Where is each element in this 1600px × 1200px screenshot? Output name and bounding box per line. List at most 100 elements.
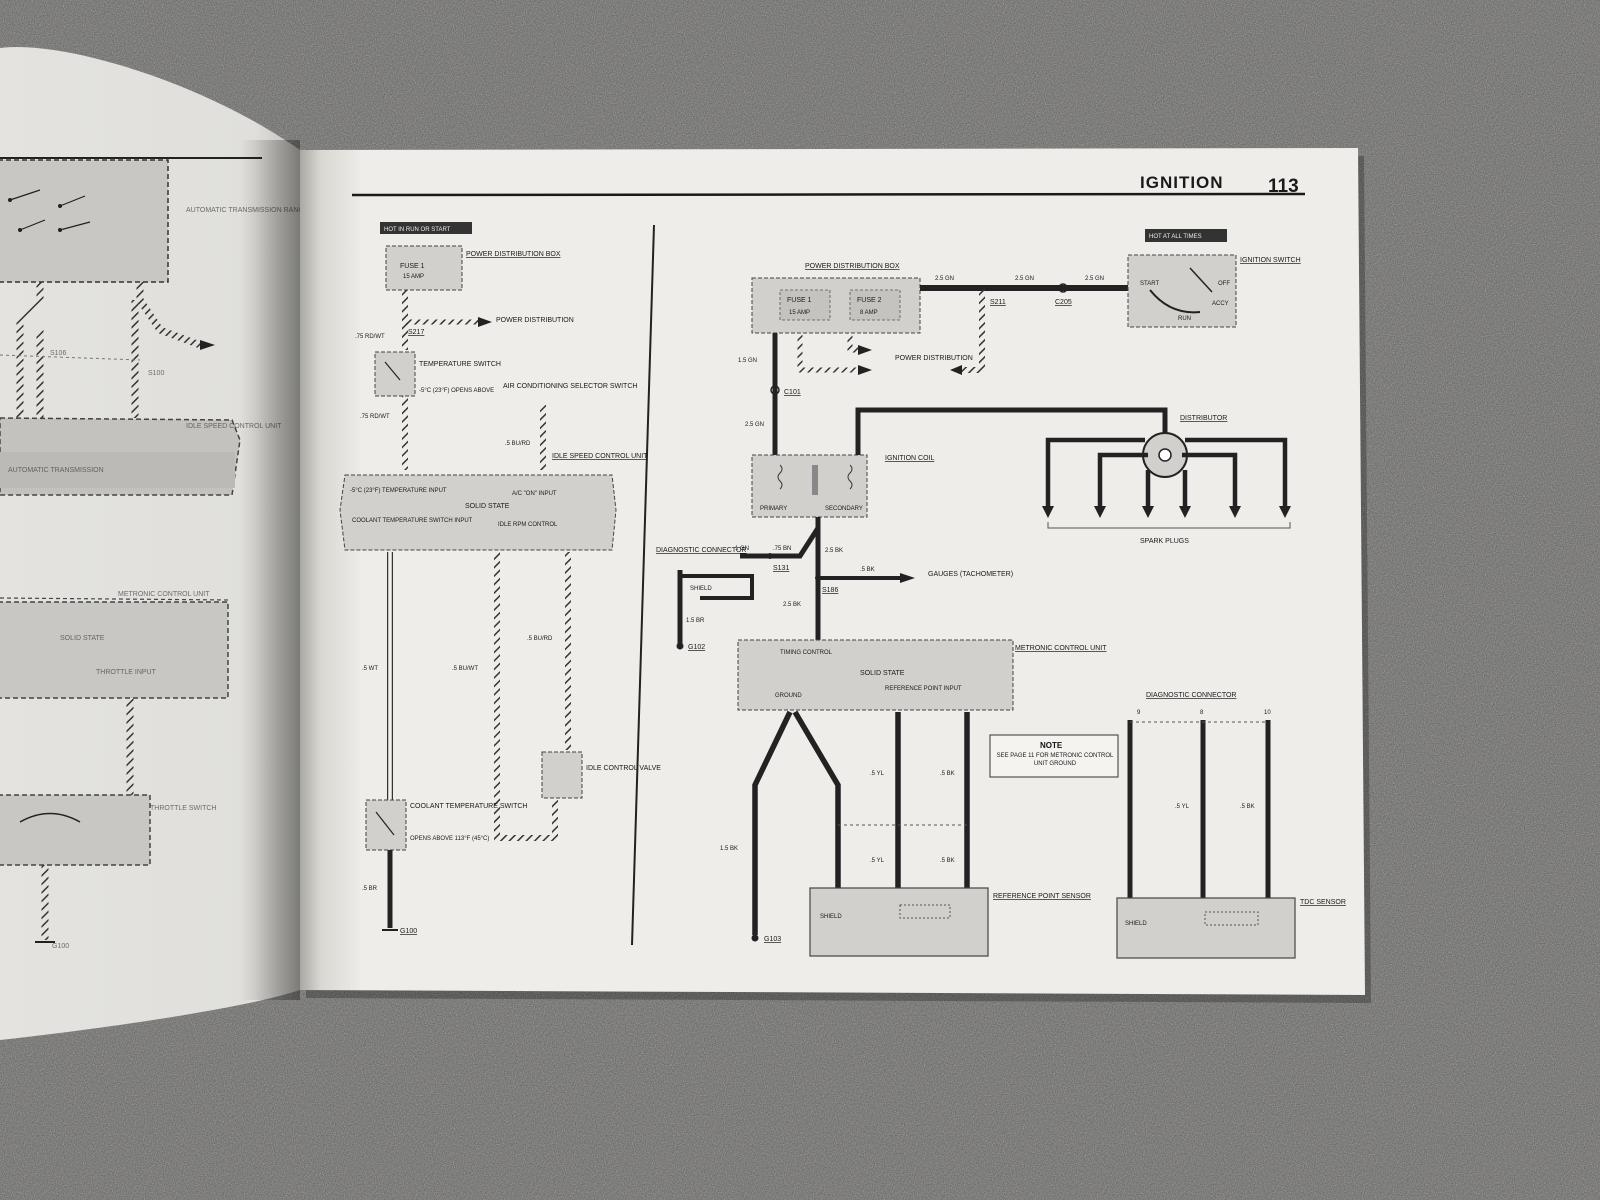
fuse1-amp: 15 AMP bbox=[789, 310, 810, 316]
temp-switch-spec: -5°C (23°F) OPENS ABOVE bbox=[419, 388, 494, 394]
tdc-sensor: TDC SENSOR bbox=[1300, 899, 1346, 906]
note-text: SEE PAGE 11 FOR METRONIC CONTROL UNIT GR… bbox=[996, 753, 1114, 767]
power-dist-arrow: POWER DISTRIBUTION bbox=[496, 317, 574, 324]
wire-rd-wt-2: .75 RD/WT bbox=[360, 414, 390, 420]
sw-run: RUN bbox=[1178, 316, 1191, 322]
wire-5bk-2: .5 BK bbox=[940, 771, 955, 777]
temp-input: -5°C (23°F) TEMPERATURE INPUT bbox=[350, 488, 447, 494]
wire-5bk-tdc: .5 BK bbox=[1240, 804, 1255, 810]
wire-1gn: 1 GN bbox=[735, 546, 749, 552]
wire-br: .5 BR bbox=[362, 886, 378, 892]
page-number: 113 bbox=[1268, 176, 1299, 197]
pin-10: 10 bbox=[1264, 710, 1271, 716]
left-label-3: METRONIC CONTROL UNIT bbox=[118, 591, 210, 598]
ignition-switch: IGNITION SWITCH bbox=[1240, 257, 1301, 264]
note-title: NOTE bbox=[1040, 741, 1063, 750]
fuse2-label: FUSE 2 bbox=[857, 297, 882, 304]
pin-8: 8 bbox=[1200, 710, 1204, 716]
ign-solid-state: SOLID STATE bbox=[860, 670, 905, 677]
g103: G103 bbox=[764, 936, 781, 943]
left-label-4: SOLID STATE bbox=[60, 635, 105, 642]
wire-75bn: .75 BN bbox=[773, 546, 791, 552]
wire-15bk: 1.5 BK bbox=[720, 846, 738, 852]
wire-25bk: 2.5 BK bbox=[825, 548, 843, 554]
ground: GROUND bbox=[775, 693, 802, 699]
primary: PRIMARY bbox=[760, 506, 787, 512]
s186: S186 bbox=[822, 587, 838, 594]
sw-acc: ACCY bbox=[1212, 301, 1229, 307]
fuse-amp: 15 AMP bbox=[403, 274, 424, 280]
secondary: SECONDARY bbox=[825, 506, 863, 512]
idle-valve: IDLE CONTROL VALVE bbox=[586, 765, 661, 772]
left-label-5: THROTTLE INPUT bbox=[96, 669, 157, 676]
wire-25gn-coil: 2.5 GN bbox=[745, 422, 764, 428]
s211: S211 bbox=[990, 299, 1006, 306]
left-label-8: S106 bbox=[50, 350, 66, 357]
fuse2-amp: 8 AMP bbox=[860, 310, 878, 316]
wire-5yl-tdc: .5 YL bbox=[1175, 804, 1190, 810]
hot-run-badge: HOT IN RUN OR START bbox=[384, 227, 451, 233]
ignition-circuit: HOT AT ALL TIMES POWER DISTRIBUTION BOX … bbox=[656, 229, 1346, 959]
wire-15gn: 1.5 GN bbox=[738, 358, 757, 364]
left-label-7: S100 bbox=[148, 370, 164, 377]
c205: C205 bbox=[1055, 299, 1072, 306]
distributor: DISTRIBUTOR bbox=[1180, 415, 1227, 422]
wire-15br: 1.5 BR bbox=[686, 618, 705, 624]
left-label-9: G100 bbox=[52, 943, 69, 950]
g102: G102 bbox=[688, 644, 705, 651]
wire-5yl: .5 YL bbox=[870, 771, 885, 777]
ac-input: A/C "ON" INPUT bbox=[512, 491, 557, 497]
shield: SHIELD bbox=[690, 586, 712, 592]
hot-all-badge: HOT AT ALL TIMES bbox=[1149, 234, 1202, 240]
wire-25bk-2: 2.5 BK bbox=[783, 602, 801, 608]
wire-bu-rd: .5 BU/RD bbox=[505, 441, 531, 447]
wire-5yl-2: .5 YL bbox=[870, 858, 885, 864]
shield-3: SHIELD bbox=[1125, 921, 1147, 927]
diag-connector: DIAGNOSTIC CONNECTOR bbox=[656, 547, 747, 554]
pin-9: 9 bbox=[1137, 710, 1141, 716]
left-label-2: AUTOMATIC TRANSMISSION bbox=[8, 467, 104, 474]
timing-control: TIMING CONTROL bbox=[780, 650, 833, 656]
wire-gn-1: 2.5 GN bbox=[935, 276, 954, 282]
c101: C101 bbox=[784, 389, 801, 396]
left-label-1: IDLE SPEED CONTROL UNIT bbox=[186, 423, 282, 430]
temp-switch: TEMPERATURE SWITCH bbox=[419, 361, 501, 368]
right-page: IGNITION 113 HOT IN RUN OR START FUSE 1 … bbox=[300, 148, 1371, 1003]
wire-gn-2: 2.5 GN bbox=[1015, 276, 1034, 282]
diag-connector-2: DIAGNOSTIC CONNECTOR bbox=[1146, 692, 1237, 699]
ign-power-box: POWER DISTRIBUTION BOX bbox=[805, 263, 900, 270]
note-text-wrap: SEE PAGE 11 FOR METRONIC CONTROL UNIT GR… bbox=[996, 753, 1114, 767]
ref-point-input: REFERENCE POINT INPUT bbox=[885, 686, 962, 692]
wire-gn-3: 2.5 GN bbox=[1085, 276, 1104, 282]
left-label-6: THROTTLE SWITCH bbox=[150, 805, 217, 812]
wire-bu-rd-2: .5 BU/RD bbox=[527, 636, 553, 642]
fuse-label: FUSE 1 bbox=[400, 263, 425, 270]
fuse1-label: FUSE 1 bbox=[787, 297, 812, 304]
coolant-switch: COOLANT TEMPERATURE SWITCH bbox=[410, 803, 527, 810]
left-page: AUTOMATIC TRANSMISSION RANGE SWITCH S100… bbox=[0, 46, 338, 1041]
wire-wt: .5 WT bbox=[362, 666, 378, 672]
section-title: IGNITION bbox=[1140, 173, 1224, 192]
g100-label: G100 bbox=[400, 928, 417, 935]
sw-off: OFF bbox=[1218, 281, 1230, 287]
wire-5bk: .5 BK bbox=[860, 567, 875, 573]
s131: S131 bbox=[773, 565, 789, 572]
wire-bu-wt: .5 BU/WT bbox=[452, 666, 478, 672]
gauges: GAUGES (TACHOMETER) bbox=[928, 571, 1013, 578]
idle-unit-label: IDLE SPEED CONTROL UNIT bbox=[552, 453, 648, 460]
metronic: METRONIC CONTROL UNIT bbox=[1015, 645, 1107, 652]
spark-plugs: SPARK PLUGS bbox=[1140, 538, 1189, 545]
coolant-spec: OPENS ABOVE 113°F (45°C) bbox=[410, 836, 489, 842]
wire-5bk-3: .5 BK bbox=[940, 858, 955, 864]
ac-selector: AIR CONDITIONING SELECTOR SWITCH bbox=[503, 383, 637, 390]
idle-solid-state: SOLID STATE bbox=[465, 503, 510, 510]
idle-rpm-control: IDLE RPM CONTROL bbox=[498, 522, 558, 528]
sw-start: START bbox=[1140, 281, 1159, 287]
wire-rd-wt: .75 RD/WT bbox=[355, 334, 385, 340]
ignition-coil: IGNITION COIL bbox=[885, 455, 935, 462]
ref-sensor: REFERENCE POINT SENSOR bbox=[993, 893, 1091, 900]
s217: S217 bbox=[408, 329, 424, 336]
coolant-input: COOLANT TEMPERATURE SWITCH INPUT bbox=[352, 518, 473, 524]
idle-circuit: HOT IN RUN OR START FUSE 1 15 AMP POWER … bbox=[339, 222, 661, 935]
